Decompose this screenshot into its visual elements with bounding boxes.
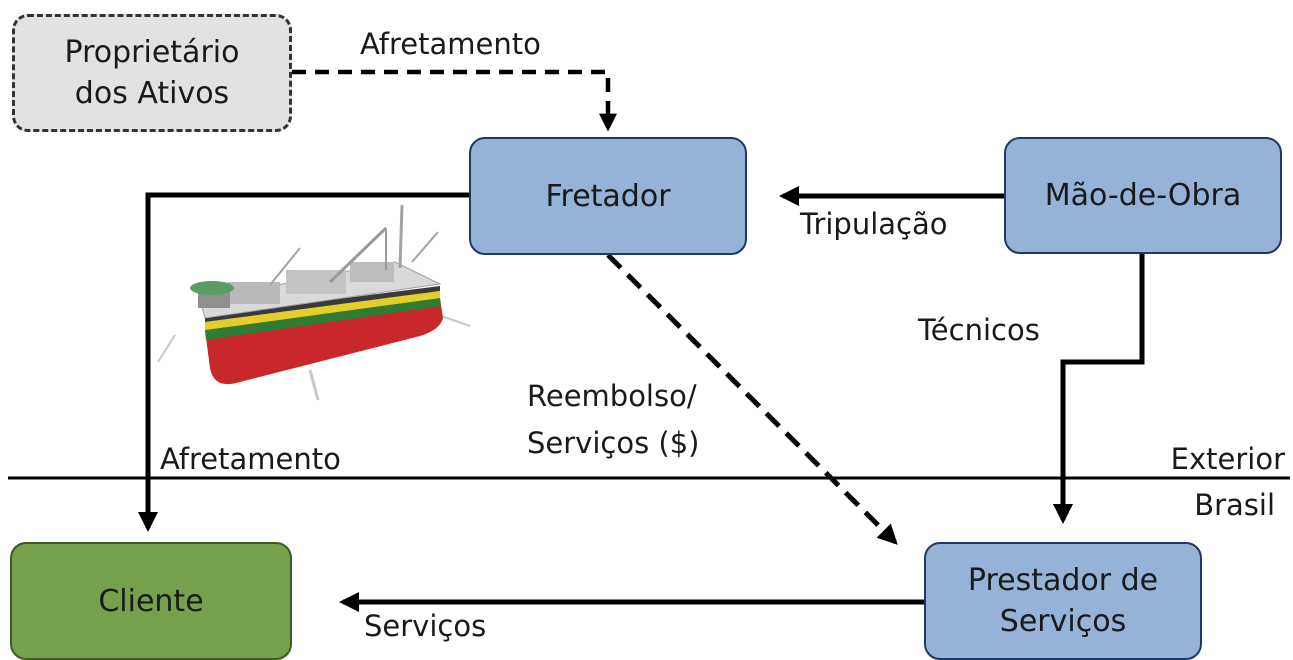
label-tecnicos: Técnicos <box>918 313 1040 347</box>
arrow-reembolso <box>606 253 898 545</box>
label-afretamento-top: Afretamento <box>360 27 541 61</box>
arrow-fretador-to-cliente <box>138 192 470 532</box>
label-brasil: Brasil <box>1194 488 1275 522</box>
node-prestador-line1: Prestador de <box>967 563 1159 598</box>
node-proprietario: Proprietário dos Ativos <box>12 14 292 132</box>
node-cliente-label: Cliente <box>98 583 204 619</box>
fpso-ship-icon <box>157 204 471 401</box>
arrow-tecnicos <box>1053 254 1145 524</box>
node-proprietario-line1: Proprietário <box>64 35 240 70</box>
node-proprietario-line2: dos Ativos <box>74 76 230 111</box>
node-prestador: Prestador de Serviços <box>924 542 1202 660</box>
label-reembolso-line1: Reembolso/ <box>527 379 697 413</box>
label-servicos: Serviços <box>364 609 487 643</box>
node-mao-de-obra-label: Mão-de-Obra <box>1044 178 1242 213</box>
arrow-afretamento-owner-to-fretador <box>292 69 617 132</box>
label-tripulacao: Tripulação <box>800 207 948 241</box>
node-prestador-line2: Serviços <box>999 604 1127 639</box>
label-exterior: Exterior <box>1170 442 1285 476</box>
label-reembolso-line2: Serviços ($) <box>527 426 700 460</box>
node-cliente: Cliente <box>10 542 292 660</box>
node-mao-de-obra: Mão-de-Obra <box>1004 137 1282 254</box>
label-afretamento-left: Afretamento <box>160 442 341 476</box>
node-fretador-label: Fretador <box>545 178 671 214</box>
node-fretador: Fretador <box>469 137 747 255</box>
